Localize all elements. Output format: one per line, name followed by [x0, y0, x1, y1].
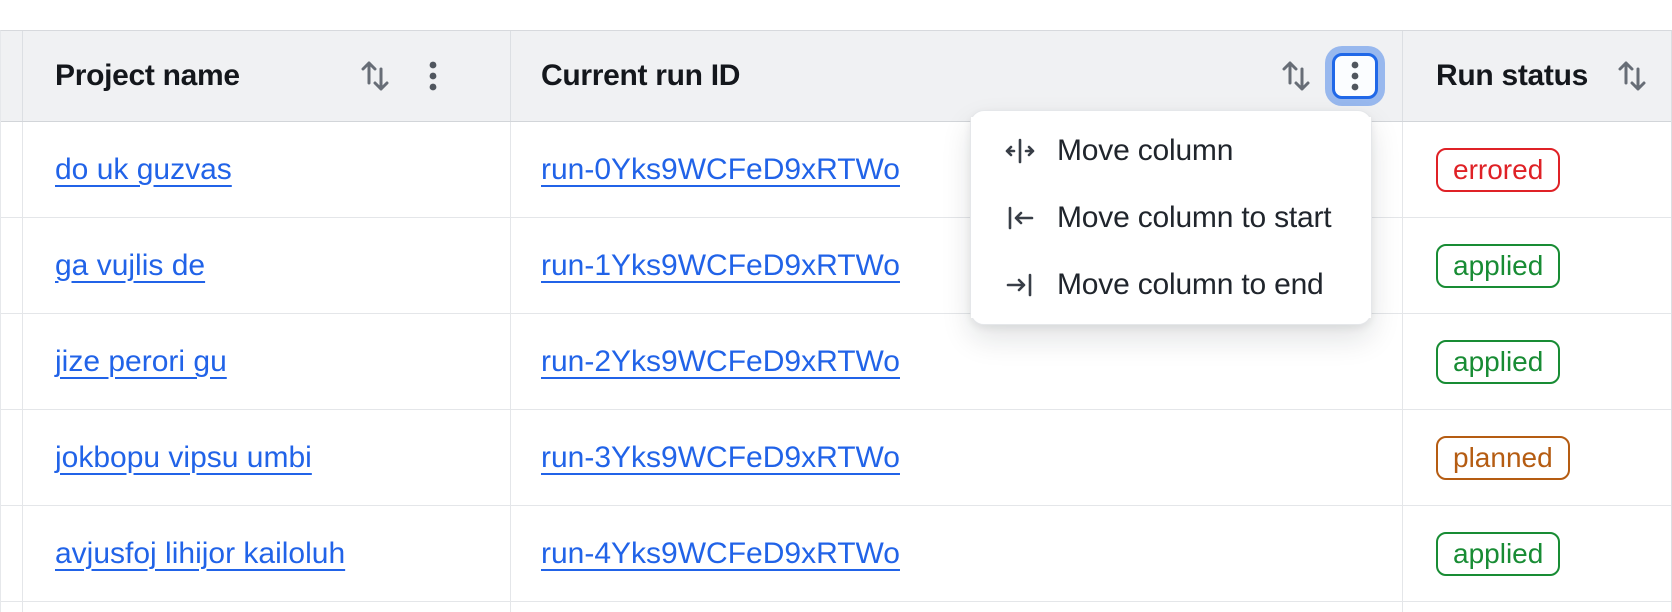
- menu-item-move-column-to-end[interactable]: Move column to end: [971, 251, 1371, 318]
- table-row: jokbopu vipsu umbi run-3Yks9WCFeD9xRTWo …: [1, 410, 1671, 506]
- move-column-to-end-icon: [1006, 273, 1032, 296]
- run-id-link[interactable]: run-3Yks9WCFeD9xRTWo: [541, 440, 900, 474]
- row-gutter-cell: [1, 314, 23, 409]
- move-column-icon: [1005, 138, 1035, 163]
- run-status-column-label: Run status: [1436, 59, 1589, 92]
- table-row: jize perori gu run-2Yks9WCFeD9xRTWo appl…: [1, 314, 1671, 410]
- current-run-id-column-menu-button-focused[interactable]: [1332, 53, 1378, 99]
- table-row: avjusfoj lihijor kailoluh run-4Yks9WCFeD…: [1, 506, 1671, 602]
- table-header-row: Project name Current run ID: [1, 31, 1671, 122]
- menu-item-label: Move column: [1057, 133, 1234, 167]
- header-cell-run-status: Run status: [1403, 31, 1671, 121]
- run-id-link[interactable]: run-1Yks9WCFeD9xRTWo: [541, 248, 900, 282]
- header-cell-current-run-id: Current run ID: [511, 31, 1403, 121]
- project-name-sort-button[interactable]: [358, 57, 392, 95]
- current-run-id-sort-button[interactable]: [1279, 57, 1313, 95]
- table-row: do uk guzvas run-0Yks9WCFeD9xRTWo errore…: [1, 122, 1671, 218]
- status-badge: applied: [1436, 531, 1561, 576]
- project-link[interactable]: avjusfoj lihijor kailoluh: [55, 536, 346, 570]
- current-run-id-column-label: Current run ID: [541, 59, 741, 92]
- sort-arrows-icon: [1618, 61, 1646, 91]
- header-cell-project-name: Project name: [23, 31, 511, 121]
- row-gutter-cell: [1, 218, 23, 313]
- menu-item-label: Move column to start: [1057, 200, 1332, 234]
- project-link[interactable]: do uk guzvas: [55, 152, 232, 186]
- table-row: ga vujlis de run-1Yks9WCFeD9xRTWo applie…: [1, 218, 1671, 314]
- run-status-sort-button[interactable]: [1615, 57, 1649, 95]
- status-badge: applied: [1436, 339, 1561, 384]
- column-actions-menu: Move column Move column to start Move co…: [970, 110, 1372, 325]
- run-id-link[interactable]: run-0Yks9WCFeD9xRTWo: [541, 152, 900, 186]
- row-gutter-cell: [1, 122, 23, 217]
- move-column-to-start-icon: [1008, 206, 1034, 229]
- projects-table: Project name Current run ID: [0, 30, 1672, 612]
- status-badge: planned: [1436, 435, 1570, 480]
- sort-arrows-icon: [361, 61, 389, 91]
- menu-item-move-column[interactable]: Move column: [971, 117, 1371, 184]
- sort-arrows-icon: [1282, 61, 1310, 91]
- project-name-column-menu-button[interactable]: [426, 57, 440, 95]
- kebab-menu-icon: [1351, 61, 1359, 91]
- run-id-link[interactable]: run-4Yks9WCFeD9xRTWo: [541, 536, 900, 570]
- row-gutter-cell: [1, 506, 23, 601]
- row-gutter-cell: [1, 410, 23, 505]
- status-badge: applied: [1436, 243, 1561, 288]
- header-gutter-cell: [1, 31, 23, 121]
- status-badge: errored: [1436, 147, 1561, 192]
- project-link[interactable]: ga vujlis de: [55, 248, 206, 282]
- project-link[interactable]: jokbopu vipsu umbi: [55, 440, 312, 474]
- menu-item-label: Move column to end: [1057, 267, 1324, 301]
- row-gutter-cell: [1, 602, 23, 612]
- run-id-link[interactable]: run-2Yks9WCFeD9xRTWo: [541, 344, 900, 378]
- project-link[interactable]: jize perori gu: [55, 344, 227, 378]
- menu-item-move-column-to-start[interactable]: Move column to start: [971, 184, 1371, 251]
- project-name-column-label: Project name: [55, 59, 240, 92]
- table-row-partial: [1, 602, 1671, 612]
- kebab-menu-icon: [429, 61, 437, 91]
